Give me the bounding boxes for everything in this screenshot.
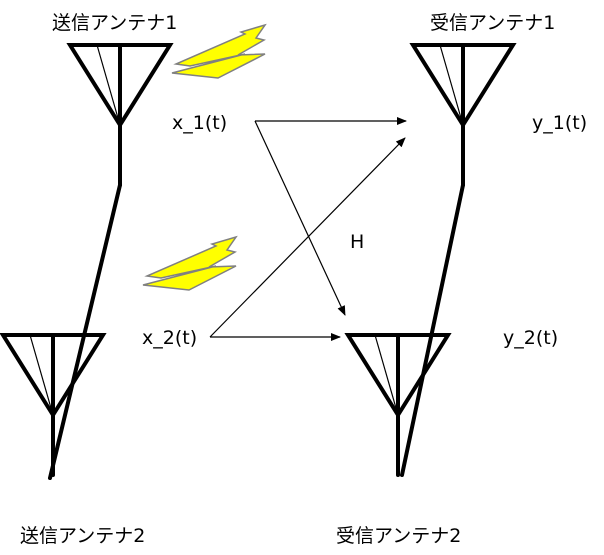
channel-matrix-label: H: [350, 231, 364, 253]
signal-x2-label: x_2(t): [142, 327, 197, 349]
tx-antenna-2: [0, 333, 107, 477]
signal-y1-label: y_1(t): [532, 112, 587, 134]
tx-antenna-2-label: 送信アンテナ2: [20, 525, 145, 547]
rx-cable: [400, 183, 465, 477]
signal-x1-label: x_1(t): [172, 112, 227, 134]
arrow-x1-to-y2: [254, 120, 346, 316]
rx-antenna-1: [409, 43, 517, 187]
signal-bolt-1: [171, 23, 267, 79]
signal-y2-label: y_2(t): [503, 327, 558, 349]
signal-bolt-2: [142, 235, 238, 291]
channel-arrows: [209, 117, 407, 341]
rx-antenna-2-label: 受信アンテナ2: [336, 525, 461, 547]
tx-antenna-1: [66, 43, 174, 187]
arrow-x2-to-y1: [209, 137, 406, 338]
rx-antenna-1-label: 受信アンテナ1: [430, 12, 555, 34]
tx-antenna-1-label: 送信アンテナ1: [52, 12, 177, 34]
rx-antenna-2: [344, 333, 452, 477]
tx-cable: [48, 183, 122, 480]
